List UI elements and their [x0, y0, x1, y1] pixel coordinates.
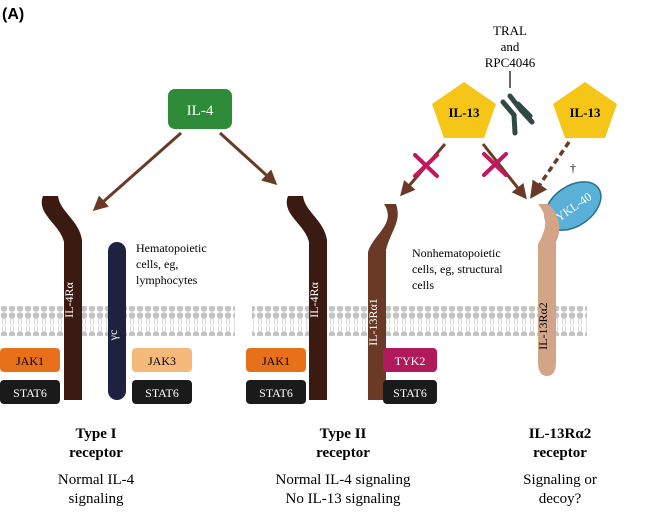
- type2-title-line2: receptor: [316, 445, 370, 461]
- jak1-type1: [0, 348, 60, 372]
- antibody-label-line3: RPC4046: [485, 55, 536, 70]
- arrow-il4-to-type2: [218, 131, 278, 186]
- tyk2-label: TYK2: [395, 354, 426, 368]
- stat6-type1-left-label: STAT6: [13, 386, 47, 400]
- type1-desc-line1: Normal IL-4: [58, 472, 135, 488]
- jak1-type1-label: JAK1: [16, 354, 44, 368]
- ra2-desc-line1: Signaling or: [523, 472, 597, 488]
- arrow-il4-to-type1: [92, 131, 182, 211]
- nonhemato-note-line3: cells: [412, 278, 434, 292]
- il4ra-chain-type2: [286, 196, 327, 400]
- il4ra-label-type2: IL-4Rα: [307, 281, 321, 317]
- arrow-il13-to-ra2-dashed: [530, 141, 571, 199]
- type1-desc-line2: signaling: [69, 491, 124, 507]
- stat6-type1-right-label: STAT6: [145, 386, 179, 400]
- il4ra-label-type1: IL-4Rα: [62, 281, 76, 317]
- il13-ligand-left: [432, 82, 496, 138]
- panel-label: (A): [2, 6, 24, 23]
- gamma-c-chain: [108, 242, 126, 400]
- stat6-type2-right: [383, 380, 437, 404]
- il13ra2-label: IL-13Rα2: [536, 302, 550, 350]
- nonhemato-note-line2: cells, eg, structural: [412, 262, 503, 276]
- il4ra-chain-type1: [41, 196, 82, 400]
- stat6-type1-left: [0, 380, 60, 404]
- type2-desc-line1: Normal IL-4 signaling: [276, 472, 411, 488]
- membrane-right: [252, 306, 587, 336]
- ra2-title-line1: IL-13Rα2: [529, 426, 592, 442]
- il13ra1-chain: [368, 204, 398, 400]
- stat6-type2-left: [246, 380, 306, 404]
- il4-label: IL-4: [187, 103, 214, 119]
- il13-label-left: IL-13: [448, 105, 480, 120]
- gamma-c-label: γc: [106, 330, 120, 342]
- block-x-left: [413, 153, 439, 178]
- type2-desc-line2: No IL-13 signaling: [286, 491, 401, 507]
- antibody-icon: [500, 93, 535, 136]
- il13-label-right: IL-13: [569, 105, 601, 120]
- jak3: [132, 348, 192, 372]
- antibody-label-line1: TRAL: [493, 23, 527, 38]
- hemato-note-line2: cells, eg,: [136, 257, 178, 271]
- hemato-note-line1: Hematopoietic: [136, 241, 207, 255]
- type2-title-line1: Type II: [320, 426, 367, 442]
- ra2-desc-line2: decoy?: [539, 491, 582, 507]
- hemato-note-line3: lymphocytes: [136, 273, 198, 287]
- block-x-right: [482, 152, 508, 177]
- tyk2: [383, 348, 437, 372]
- jak1-type2-label: JAK1: [262, 354, 290, 368]
- type1-title-line1: Type I: [76, 426, 117, 442]
- ra2-title-line2: receptor: [533, 445, 587, 461]
- il13-ligand-right: [553, 82, 617, 138]
- type1-title-line2: receptor: [69, 445, 123, 461]
- antibody-label-line2: and: [501, 39, 520, 54]
- il4-ligand: [168, 89, 232, 129]
- stat6-type1-right: [132, 380, 192, 404]
- jak3-label: JAK3: [148, 354, 176, 368]
- stat6-type2-left-label: STAT6: [259, 386, 293, 400]
- il13ra2-chain: [538, 204, 560, 376]
- nonhemato-note-line1: Nonhematopoietic: [412, 246, 501, 260]
- il13ra1-label: IL-13Rα1: [366, 298, 380, 346]
- jak1-type2: [246, 348, 306, 372]
- dagger-symbol: †: [570, 161, 576, 175]
- stat6-type2-right-label: STAT6: [393, 386, 427, 400]
